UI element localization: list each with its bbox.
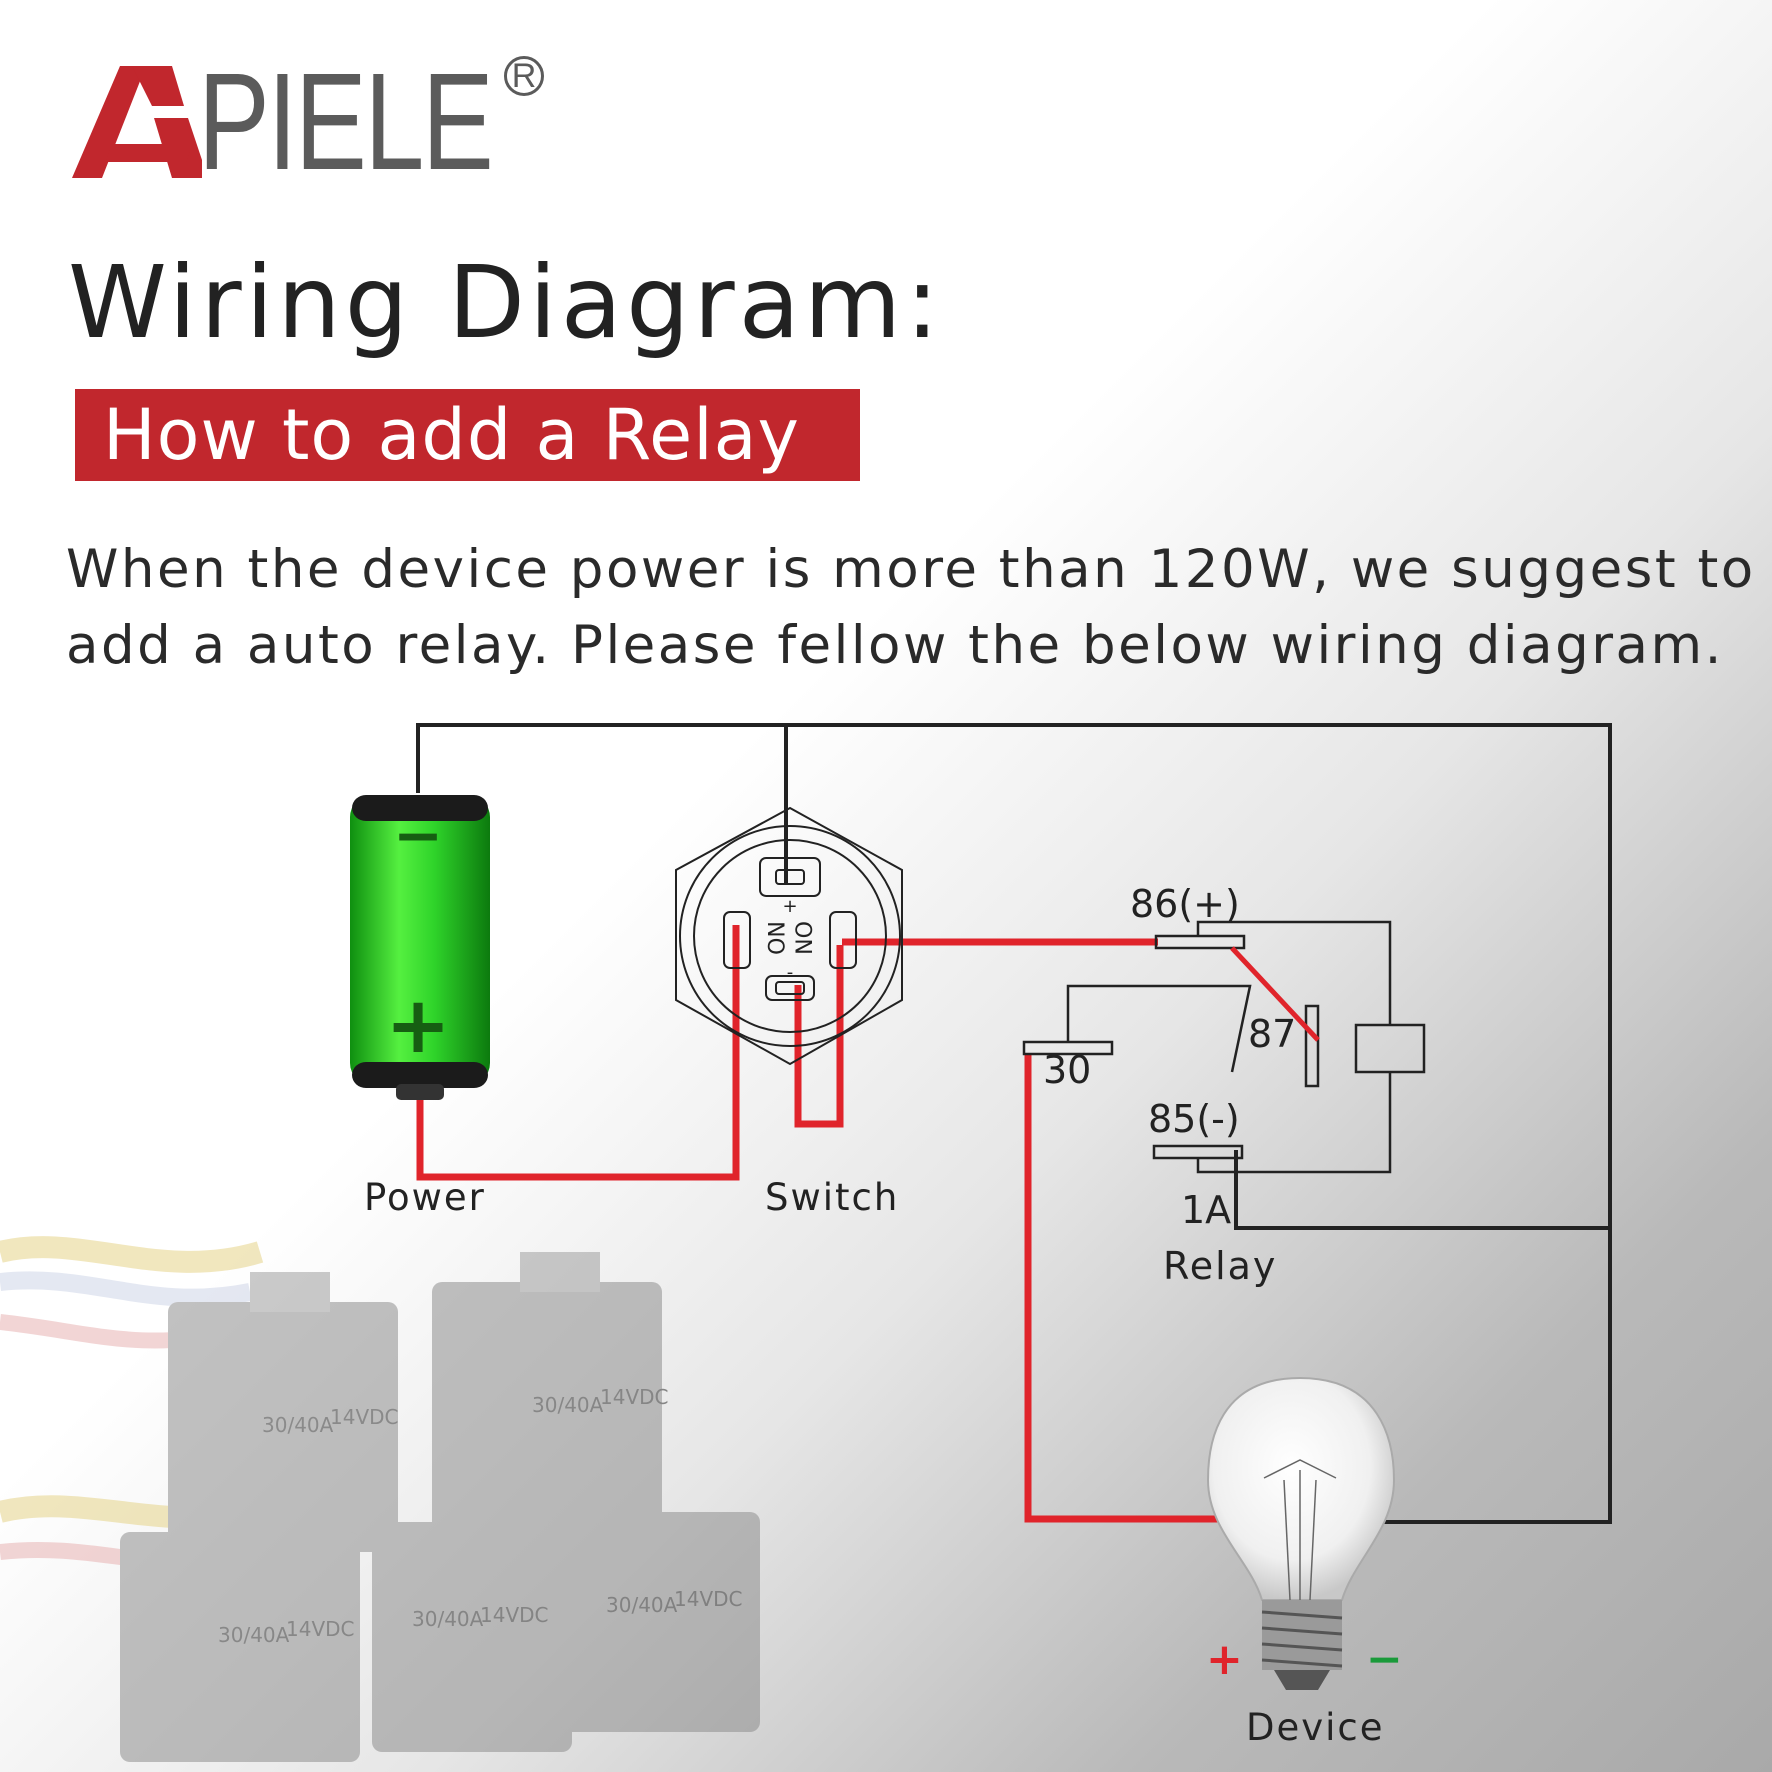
relay-rating-text: 30/40A <box>218 1623 290 1647</box>
pin-86-label: 86(+) <box>1130 882 1240 926</box>
pin-86-contact <box>1154 934 1246 950</box>
relay-coil <box>1354 1023 1426 1074</box>
battery-minus-sign: − <box>393 801 443 871</box>
switch-label: Switch <box>765 1176 900 1219</box>
relay-rating-text: 30/40A <box>606 1593 678 1617</box>
relay-voltage-text: 14VDC <box>330 1405 399 1429</box>
pin-85-contact <box>1152 1144 1244 1160</box>
pin-87-label: 87 <box>1248 1012 1297 1056</box>
subtitle-banner: How to add a Relay <box>75 389 860 481</box>
device-label: Device <box>1246 1706 1385 1749</box>
relay-rating-text: 30/40A <box>412 1607 484 1631</box>
relay-product-image: 30/40A 14VDC 30/40A 14VDC 30/40A 14VDC 3… <box>0 1236 760 1762</box>
relay-voltage-text: 14VDC <box>600 1385 669 1409</box>
relay-block-3: 30/40A 14VDC <box>120 1532 360 1762</box>
device-plus-sign: + <box>1206 1634 1243 1685</box>
brand-logo: PIELE R <box>72 52 562 192</box>
relay-rating-text: 30/40A <box>532 1393 604 1417</box>
relay-voltage-text: 14VDC <box>286 1617 355 1641</box>
relay-block-2: 30/40A 14VDC <box>432 1252 669 1532</box>
pin-30-label: 30 <box>1043 1048 1092 1092</box>
relay-voltage-text: 14VDC <box>674 1587 743 1611</box>
relay-block-4: 30/40A 14VDC <box>372 1522 572 1752</box>
switch-minus-terminal: - <box>787 962 794 983</box>
wire-85-ground <box>1234 1150 1610 1230</box>
relay-label: Relay <box>1163 1244 1278 1288</box>
relay-rating-text: 30/40A <box>262 1413 334 1437</box>
brand-logo-mark <box>72 66 202 178</box>
switch-no-left: NO <box>762 921 787 955</box>
switch-plus-terminal: + <box>782 896 797 917</box>
description: When the device power is more than 120W,… <box>66 532 1756 684</box>
switch-no-right: NO <box>793 921 818 955</box>
wire-switch-minus-loop <box>794 945 844 1128</box>
relay-voltage-text: 14VDC <box>480 1603 549 1627</box>
wire-power-to-switch <box>416 925 740 1181</box>
power-label: Power <box>364 1176 486 1219</box>
push-button-switch <box>675 806 903 1066</box>
description-line-2: add a auto relay. Please fellow the belo… <box>66 615 1724 676</box>
relay-block-5: 30/40A 14VDC <box>560 1512 760 1732</box>
brand-wordmark: PIELE <box>198 45 494 199</box>
registered-mark: R <box>504 56 544 96</box>
battery: − + <box>350 795 490 1100</box>
pin-85-label: 85(-) <box>1148 1097 1240 1141</box>
device-minus-sign: − <box>1366 1634 1403 1685</box>
subtitle-text: How to add a Relay <box>103 394 800 476</box>
pin-87-contact <box>1304 1004 1320 1088</box>
description-line-1: When the device power is more than 120W,… <box>66 539 1756 600</box>
page-title: Wiring Diagram: <box>68 244 944 361</box>
relay-block-1: 30/40A 14VDC <box>168 1272 399 1552</box>
battery-plus-sign: + <box>385 981 450 1071</box>
relay-rating-label: 1A <box>1181 1188 1232 1232</box>
